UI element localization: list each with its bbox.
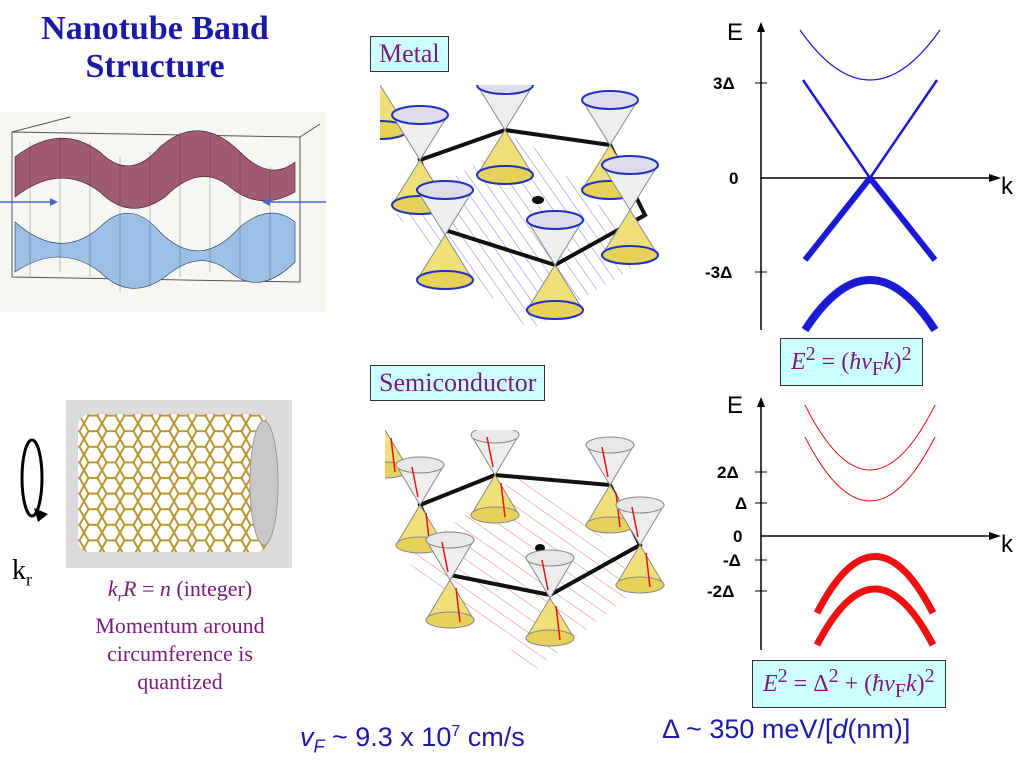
- kr-label: kr: [12, 555, 32, 590]
- metal-tick-0: 0: [729, 169, 738, 188]
- semi-tick-neg2delta: -2Δ: [707, 582, 734, 601]
- semi-e-axis-label: E: [727, 392, 743, 419]
- semi-tick-0: 0: [733, 527, 742, 546]
- metal-k-axis-label: k: [1001, 173, 1014, 200]
- metal-band-cross-left: [801, 79, 872, 179]
- metal-band-lower-right: [867, 176, 938, 262]
- semiconductor-dispersion-chart: E k 2Δ Δ 0 -Δ -2Δ: [707, 392, 1014, 650]
- caption-line-3: circumference is: [107, 641, 253, 667]
- title-line-1: Nanotube Band: [41, 10, 269, 47]
- metal-tick-neg3delta: -3Δ: [705, 263, 732, 282]
- fermi-velocity-text: vF ~ 9.3 x 107 cm/s: [300, 722, 525, 757]
- caption-line-1: krR = n (integer): [107, 576, 253, 606]
- page-title: Nanotube Band Structure: [15, 10, 295, 86]
- semi-k-axis-label: k: [1001, 531, 1014, 558]
- semi-tick-2delta: 2Δ: [717, 463, 739, 482]
- semi-band-upper-2: [804, 404, 936, 471]
- title-line-2: Structure: [85, 48, 225, 85]
- caption-line-2: Momentum around: [95, 613, 265, 639]
- semi-band-lower-2: [813, 585, 937, 647]
- rotation-arrow-icon: [20, 438, 48, 522]
- metal-e-axis-label: E: [727, 19, 743, 46]
- semiconductor-label: Semiconductor: [370, 365, 546, 401]
- metal-label: Metal: [370, 36, 449, 72]
- semi-tick-delta: Δ: [735, 494, 747, 513]
- caption-line-4: quantized: [137, 669, 223, 695]
- metal-band-lower-left: [802, 176, 873, 262]
- semi-tick-neg-delta: -Δ: [723, 551, 741, 570]
- metal-equation: E2 = (ħvFk)2: [780, 338, 923, 386]
- metal-band-cross-right: [868, 79, 939, 179]
- nanotube-caption: krR = n (integer) Momentum around circum…: [60, 575, 300, 696]
- nanotube-figure: [66, 400, 292, 568]
- metal-band-upper-thin: [799, 29, 941, 81]
- metal-band-lower-thick: [801, 276, 939, 333]
- semi-band-lower-1: [813, 553, 937, 615]
- band-structure-surface-figure: [0, 112, 326, 312]
- semi-band-upper-1: [804, 436, 936, 502]
- metal-tick-3delta: 3Δ: [713, 74, 735, 93]
- metal-dirac-cones-figure: [380, 85, 659, 330]
- gap-energy-text: Δ ~ 350 meV/[d(nm)]: [662, 714, 911, 744]
- semiconductor-cones-figure: [385, 430, 665, 670]
- metal-dispersion-chart: E k 3Δ 0 -3Δ: [705, 19, 1014, 333]
- semiconductor-equation: E2 = Δ2 + (ħvFk)2: [752, 660, 946, 708]
